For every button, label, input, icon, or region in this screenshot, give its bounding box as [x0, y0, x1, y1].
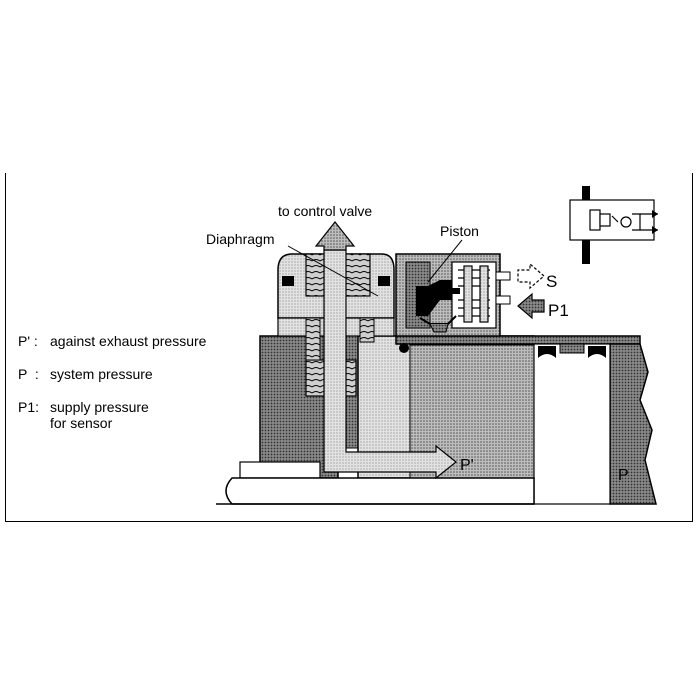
bottom-rod [216, 461, 535, 505]
valve-symbol-icon [569, 186, 658, 264]
chamber-p-prime-label: P' [460, 457, 474, 474]
chamber-p-label: P [618, 467, 629, 484]
left-arrow-icon [517, 262, 545, 290]
to-control-valve-label: to control valve [278, 203, 372, 219]
leader-lines [287, 239, 463, 297]
seals [538, 343, 606, 358]
diagram-frame [5, 173, 693, 522]
sensor-housing [395, 253, 511, 337]
legend: P' : against exhaust pressure P : system… [18, 333, 207, 431]
legend-key: P' : [18, 333, 38, 349]
port-p1-label: P1 [548, 301, 569, 320]
legend-key: P : [18, 366, 39, 382]
cylinder-plate [395, 335, 641, 345]
legend-text: system pressure [50, 366, 153, 382]
legend-text: supply pressure [50, 399, 149, 415]
legend-text: for sensor [50, 415, 113, 431]
cylinder-wall [609, 343, 657, 505]
up-arrow-icon [314, 221, 356, 251]
diaphragm-label: Diaphragm [206, 231, 274, 247]
piston-label: Piston [440, 223, 479, 239]
check-ball [399, 343, 409, 353]
port-s-label: S [546, 272, 557, 291]
diaphragm [419, 315, 457, 333]
piston [416, 280, 460, 316]
legend-key: P1: [18, 399, 39, 415]
legend-text: against exhaust pressure [50, 333, 207, 349]
left-arrow-icon [517, 292, 545, 320]
